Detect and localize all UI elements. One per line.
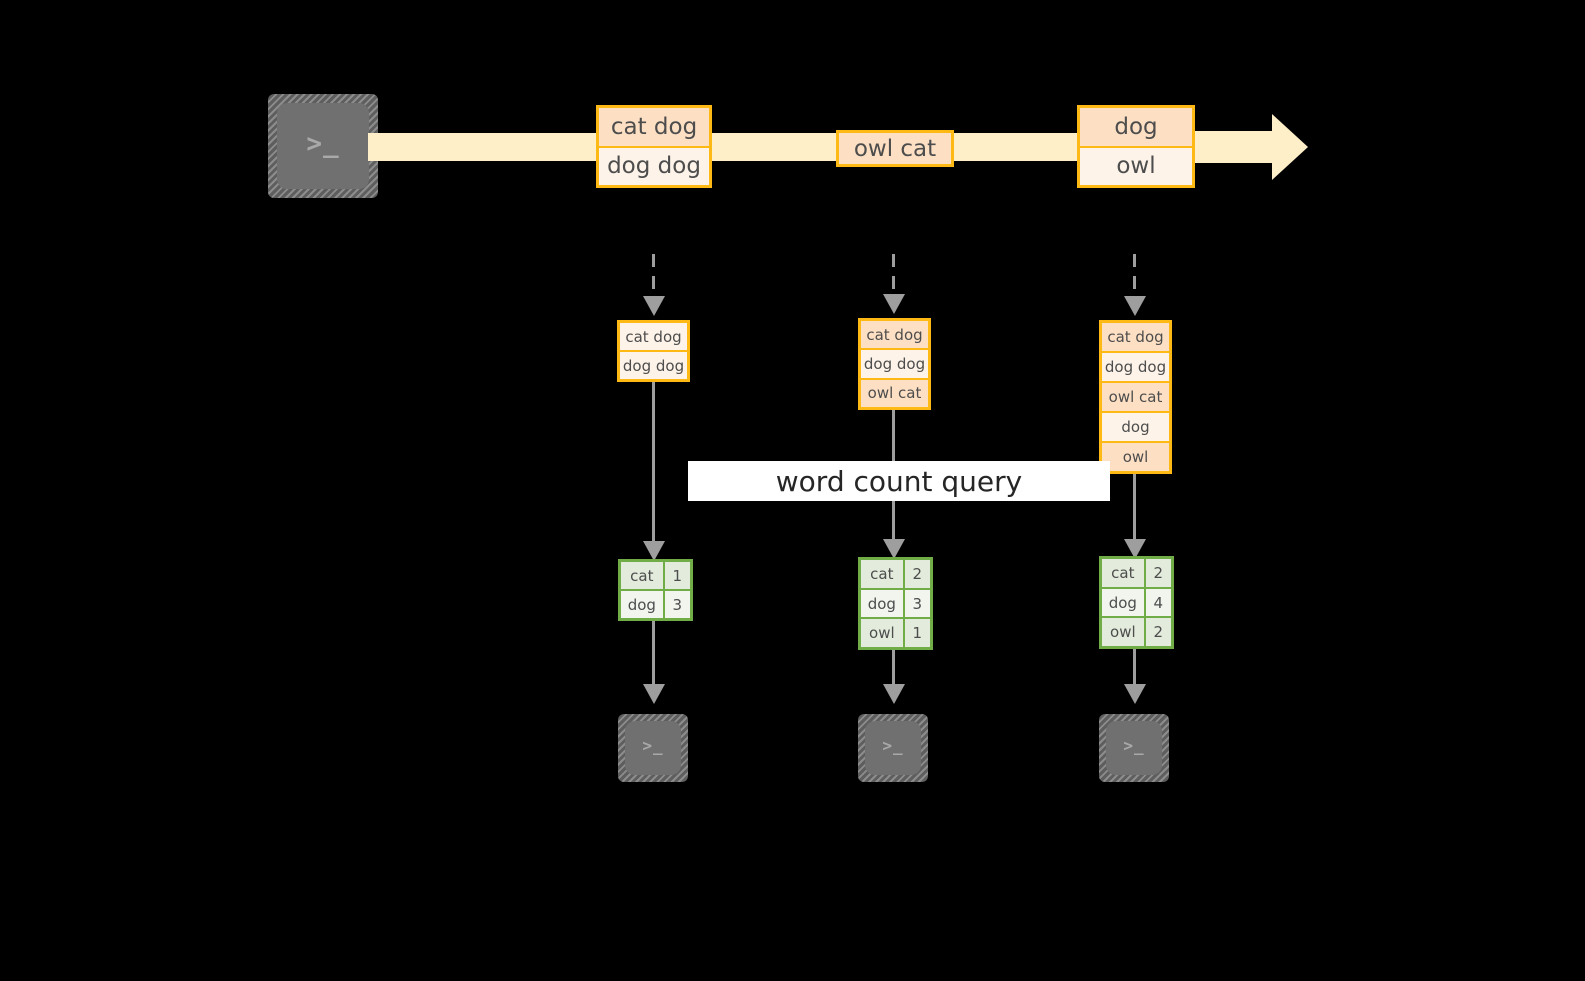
sink-connector-3 xyxy=(1133,649,1136,687)
stream-message-1: cat dog dog dog xyxy=(596,105,712,188)
result-table-3-row-1-count: 2 xyxy=(1145,559,1171,587)
result-table-1-row-2-word: dog xyxy=(621,591,665,618)
query-connector-3 xyxy=(1133,474,1136,542)
accumulated-input-3-row-2: dog dog xyxy=(1102,353,1169,383)
accumulated-input-3-row-3: owl cat xyxy=(1102,383,1169,413)
stream-message-3-line-1: dog xyxy=(1080,108,1192,148)
result-table-1-row-1: cat 1 xyxy=(621,562,690,591)
sink-connector-3-head-icon xyxy=(1124,684,1146,704)
stream-message-3-line-2: owl xyxy=(1080,147,1192,185)
trigger-connector-1 xyxy=(652,254,655,296)
source-terminal-icon: >_ xyxy=(268,94,378,198)
result-table-3-row-2: dog 4 xyxy=(1102,588,1171,619)
query-connector-3-head-icon xyxy=(1124,539,1146,559)
sink-connector-2-head-icon xyxy=(883,684,905,704)
accumulated-input-3-row-4: dog xyxy=(1102,413,1169,443)
stream-arrow-segment-1 xyxy=(368,133,600,161)
terminal-prompt-glyph: >_ xyxy=(642,736,664,755)
sink-connector-1 xyxy=(652,621,655,687)
result-table-1-row-2: dog 3 xyxy=(621,591,690,618)
stream-message-3: dog owl xyxy=(1077,105,1195,188)
trigger-connector-2 xyxy=(892,254,895,294)
result-table-3-row-3: owl 2 xyxy=(1102,618,1171,647)
result-table-3-row-3-count: 2 xyxy=(1145,618,1171,647)
stream-arrow-segment-4 xyxy=(1192,131,1284,163)
accumulated-input-2-row-3: owl cat xyxy=(861,379,928,407)
trigger-connector-3 xyxy=(1133,254,1136,296)
terminal-body xyxy=(1106,721,1162,775)
accumulated-input-table-2: cat dog dog dog owl cat xyxy=(858,318,931,410)
accumulated-input-table-1: cat dog dog dog xyxy=(617,320,690,382)
result-table-2-row-2-count: 3 xyxy=(904,589,930,618)
sink-terminal-icon-2: >_ xyxy=(858,714,928,782)
stream-arrow-segment-3 xyxy=(950,133,1080,161)
result-table-2-row-2: dog 3 xyxy=(861,589,930,620)
result-table-2-row-1: cat 2 xyxy=(861,560,930,590)
accumulated-input-3-row-5: owl xyxy=(1102,443,1169,471)
sink-connector-2 xyxy=(892,650,895,687)
result-table-2-row-3-count: 1 xyxy=(904,619,930,648)
result-table-1-row-2-count: 3 xyxy=(664,591,690,618)
terminal-prompt-glyph: >_ xyxy=(882,736,904,755)
stream-arrow-segment-2 xyxy=(707,133,840,161)
terminal-prompt-glyph: >_ xyxy=(1123,736,1145,755)
accumulated-input-1-row-1: cat dog xyxy=(620,323,687,352)
result-table-2: cat 2 dog 3 owl 1 xyxy=(858,557,933,650)
query-connector-1 xyxy=(652,382,655,544)
terminal-body xyxy=(277,103,369,189)
query-label-text: word count query xyxy=(775,464,1023,498)
result-table-1: cat 1 dog 3 xyxy=(618,559,693,621)
trigger-connector-1-head-icon xyxy=(643,296,665,316)
trigger-connector-2-head-icon xyxy=(883,294,905,314)
query-connector-2-head-icon xyxy=(883,539,905,559)
result-table-3-row-3-word: owl xyxy=(1102,618,1146,647)
result-table-2-row-2-word: dog xyxy=(861,589,905,618)
result-table-3: cat 2 dog 4 owl 2 xyxy=(1099,556,1174,649)
accumulated-input-1-row-2: dog dog xyxy=(620,352,687,379)
result-table-2-row-3: owl 1 xyxy=(861,619,930,648)
result-table-3-row-2-count: 4 xyxy=(1145,588,1171,617)
result-table-2-row-3-word: owl xyxy=(861,619,905,648)
result-table-2-row-1-count: 2 xyxy=(904,560,930,588)
result-table-1-row-1-count: 1 xyxy=(664,562,690,589)
query-connector-1-head-icon xyxy=(643,541,665,561)
accumulated-input-2-row-2: dog dog xyxy=(861,350,928,380)
accumulated-input-table-3: cat dog dog dog owl cat dog owl xyxy=(1099,320,1172,474)
terminal-prompt-glyph: >_ xyxy=(306,129,340,159)
result-table-2-row-1-word: cat xyxy=(861,560,905,588)
stream-message-2: owl cat xyxy=(836,130,954,167)
terminal-body xyxy=(865,721,921,775)
result-table-3-row-1: cat 2 xyxy=(1102,559,1171,589)
accumulated-input-2-row-1: cat dog xyxy=(861,321,928,351)
stream-message-1-line-1: cat dog xyxy=(599,108,709,148)
stream-message-2-line-1: owl cat xyxy=(839,133,951,164)
terminal-body xyxy=(625,721,681,775)
result-table-1-row-1-word: cat xyxy=(621,562,665,589)
result-table-3-row-1-word: cat xyxy=(1102,559,1146,587)
accumulated-input-3-row-1: cat dog xyxy=(1102,323,1169,353)
query-label-band: word count query xyxy=(688,461,1110,501)
result-table-3-row-2-word: dog xyxy=(1102,588,1146,617)
sink-connector-1-head-icon xyxy=(643,684,665,704)
trigger-connector-3-head-icon xyxy=(1124,296,1146,316)
sink-terminal-icon-1: >_ xyxy=(618,714,688,782)
stream-message-1-line-2: dog dog xyxy=(599,147,709,185)
sink-terminal-icon-3: >_ xyxy=(1099,714,1169,782)
stream-arrow-head-icon xyxy=(1272,114,1308,180)
